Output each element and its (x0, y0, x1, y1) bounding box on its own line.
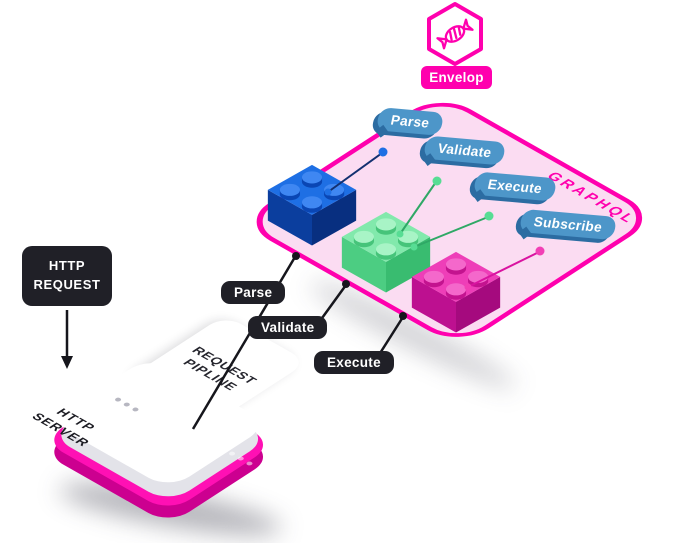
stage-pill-parse: Parse (221, 281, 286, 304)
plugin-brick-pink (411, 251, 501, 333)
stage-pill-validate: Validate (248, 316, 328, 339)
http-request-card: HTTP REQUEST (22, 246, 112, 306)
hexagon-icon (427, 2, 483, 66)
http-request-line2: REQUEST (33, 277, 101, 292)
hook-tag-parse: Parse (375, 107, 445, 136)
http-request-line1: HTTP (48, 258, 86, 274)
envelop-logo (427, 2, 483, 66)
envelop-label: Envelop (421, 66, 492, 89)
stage-pill-execute: Execute (314, 351, 394, 374)
http-request-arrow (61, 310, 73, 369)
candy-icon (436, 18, 474, 50)
